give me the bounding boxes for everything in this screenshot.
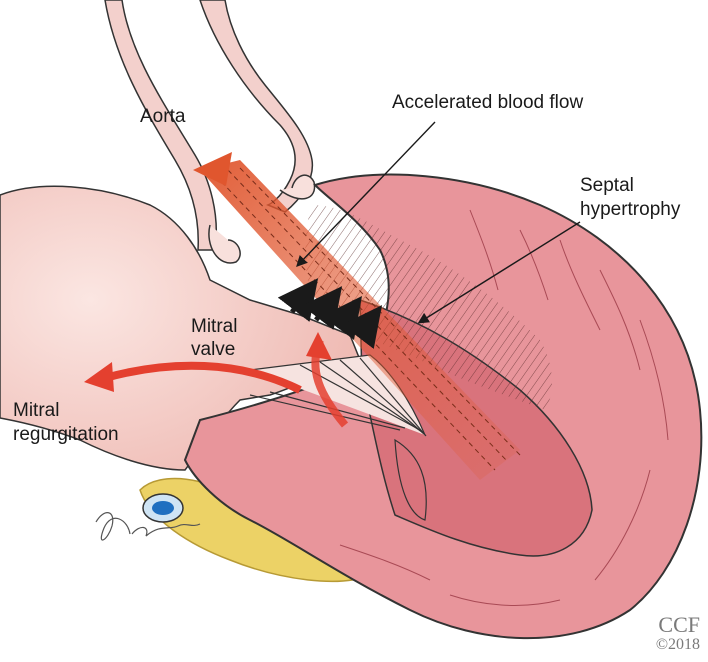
mitral-valve-label-line2: valve xyxy=(191,339,235,361)
credit-owner: CCF xyxy=(658,612,700,638)
mitral-valve-label-line1: Mitral xyxy=(191,316,237,338)
aorta-label: Aorta xyxy=(140,106,185,128)
mitral-regurgitation-label-line2: regurgitation xyxy=(13,424,119,446)
credit-year: ©2018 xyxy=(656,636,700,654)
septal-label-line2: hypertrophy xyxy=(580,199,680,221)
septal-label-line1: Septal xyxy=(580,175,634,197)
accelerated-flow-label: Accelerated blood flow xyxy=(392,92,583,114)
mitral-regurgitation-label-line1: Mitral xyxy=(13,400,59,422)
